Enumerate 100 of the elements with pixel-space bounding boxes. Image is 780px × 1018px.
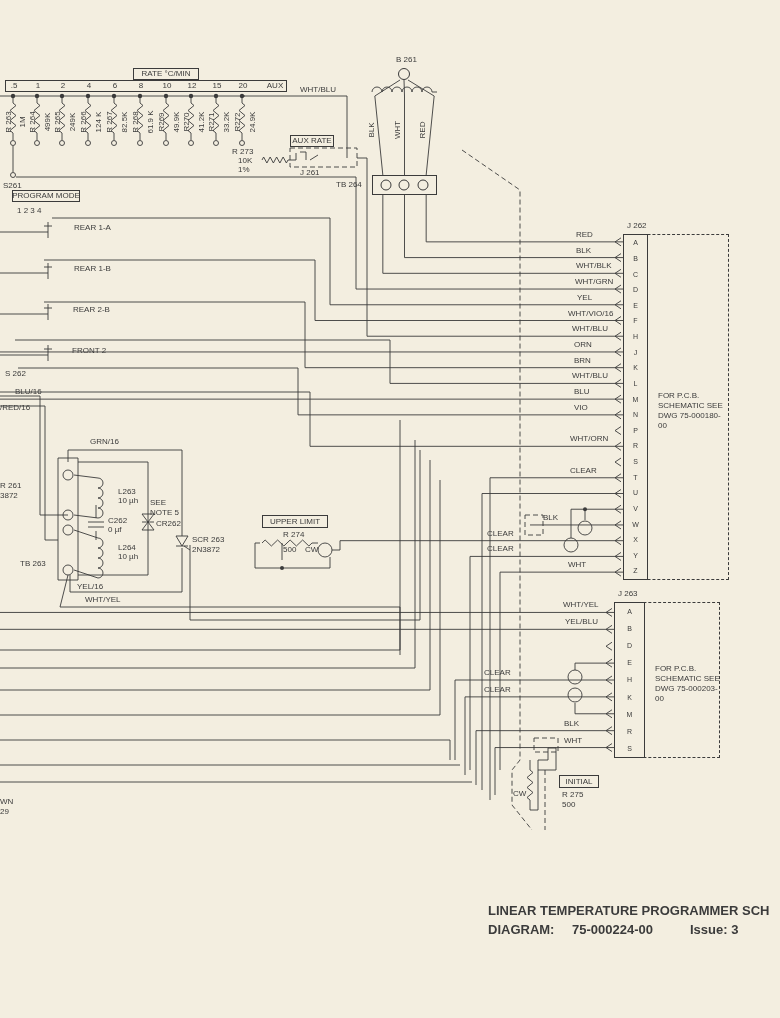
wire-label: BLK (564, 719, 580, 728)
wire-label: C262 (108, 517, 128, 525)
wire-label: FRONT 2 (72, 347, 107, 355)
wire-label: 10 µh (118, 497, 139, 505)
connector-label: J 262 (627, 222, 647, 230)
wire-label: WHT/YEL (85, 596, 121, 604)
wire-label: YEL (577, 293, 593, 302)
wire-label: S261 (3, 182, 22, 190)
wire-label: R 273 (232, 148, 254, 156)
connector-label: J 263 (618, 590, 638, 598)
edge-label: BLK (367, 121, 376, 139)
wire-label: WHT/BLU (300, 86, 336, 94)
component-label: R 265 (54, 111, 62, 133)
wire-label: TB 263 (20, 560, 46, 568)
wire-label: YEL/BLU (565, 618, 598, 627)
drawing-number-text: DIAGRAM: (488, 923, 555, 936)
component-label: R270 (183, 112, 191, 132)
pin-strip (614, 602, 645, 758)
rate-value: 12 (187, 82, 197, 90)
component-label: R 263 (5, 111, 13, 133)
wire-label: 10 µh (118, 553, 139, 561)
wire-label: 500 (283, 546, 297, 554)
wire-label: VIO (574, 403, 588, 412)
component-label: R 266 (80, 111, 88, 133)
wire-label: REAR 2-B (73, 306, 110, 314)
component-label: 33.2K (223, 111, 231, 133)
wire-label: WHT/ORN (570, 435, 609, 444)
component-label: R271 (208, 112, 216, 132)
rate-value: 20 (238, 82, 248, 90)
rate-value: 10 (162, 82, 172, 90)
wire-label: CLEAR (487, 529, 514, 538)
component-label: TB 264 (336, 181, 362, 189)
edge-label: RED (575, 230, 594, 239)
component-label: 82.5K (121, 111, 129, 133)
wire-label: L263 (118, 488, 136, 496)
wire-label: R 261 (0, 482, 22, 490)
title-box: UPPER LIMIT (262, 515, 328, 528)
edge-label: BLK (575, 246, 593, 255)
wire-label: BLU/16 (15, 388, 42, 396)
wire (403, 79, 405, 176)
rate-value: 6 (112, 82, 118, 90)
wire-label: WHT/BLU (572, 372, 608, 381)
rate-value: AUX (266, 82, 284, 90)
component-label: B 261 (396, 56, 417, 64)
note-text: FOR P.C.B. SCHEMATIC SEE DWG 75-000203-00 (655, 664, 721, 704)
wire-label: CLEAR (484, 669, 511, 677)
title-box: RATE °C/MIN (133, 68, 199, 80)
wire-label: CR262 (156, 520, 181, 528)
wire (374, 79, 401, 176)
wire-label: WHT/VIO/16 (568, 309, 614, 318)
component-label: 49.9K (173, 111, 181, 133)
wire-label: REAR 1-B (74, 265, 111, 273)
drawing-number-text: Issue: 3 (690, 923, 739, 936)
edge-label: WHT (393, 119, 402, 141)
wire-label: 0 µf (108, 526, 122, 534)
wire-label: REAR 1-A (74, 224, 111, 232)
drawing-number-text: 75-000224-00 (572, 923, 653, 936)
component-label: 1M (19, 116, 27, 128)
wire-label: 10K (238, 157, 253, 165)
wire-label: CLEAR (570, 466, 597, 475)
wire-label: CW (513, 790, 527, 798)
component-label: 500 (562, 801, 576, 809)
component-label: 41.2K (198, 111, 206, 133)
component-label: 249K (69, 112, 77, 132)
wire-label: BLK (543, 513, 559, 522)
wire-label: 29 (0, 808, 9, 816)
wire-label: 2N3872 (192, 546, 221, 554)
wire-label: L264 (118, 544, 136, 552)
wire-label: WHT (564, 736, 583, 745)
wire-label: YEL/16 (77, 583, 104, 591)
title-box: AUX RATE (290, 135, 334, 147)
wire-label: CW (305, 546, 319, 554)
wire-label: GRN/16 (90, 438, 119, 446)
wire-label: BLU (574, 388, 590, 397)
note-text: FOR P.C.B. SCHEMATIC SEE DWG 75-000180-00 (658, 391, 724, 431)
wire-label: SCR 263 (192, 536, 225, 544)
component-label: R 267 (106, 111, 114, 133)
rate-value: 1 (35, 82, 41, 90)
wire-label: 3872 (0, 492, 18, 500)
wire-label: /RED/16 (0, 404, 31, 412)
component-label: R 268 (132, 111, 140, 133)
wire-label: WHT/YEL (563, 601, 599, 610)
diagram-title: LINEAR TEMPERATURE PROGRAMMER SCH (488, 904, 770, 917)
wire (407, 79, 435, 176)
component-label: 1 2 3 4 (17, 207, 42, 215)
wire-label: S 262 (5, 370, 26, 378)
wire-label: WHT (568, 561, 587, 570)
rate-value: 8 (138, 82, 144, 90)
component-label: R 274 (283, 531, 305, 539)
rate-selector-strip (5, 80, 287, 92)
note-label: SEE NOTE 5 (150, 498, 180, 518)
rate-value: .5 (10, 82, 18, 90)
component-label: 124 K (95, 111, 103, 133)
wire-label: WHT/BLU (572, 325, 608, 334)
wire-label: CLEAR (487, 545, 514, 554)
wire-label: BRN (574, 356, 591, 365)
wire-label: WHT/GRN (575, 278, 614, 287)
wire-label: CLEAR (484, 685, 511, 694)
rate-value: 4 (86, 82, 92, 90)
rate-value: 15 (212, 82, 222, 90)
